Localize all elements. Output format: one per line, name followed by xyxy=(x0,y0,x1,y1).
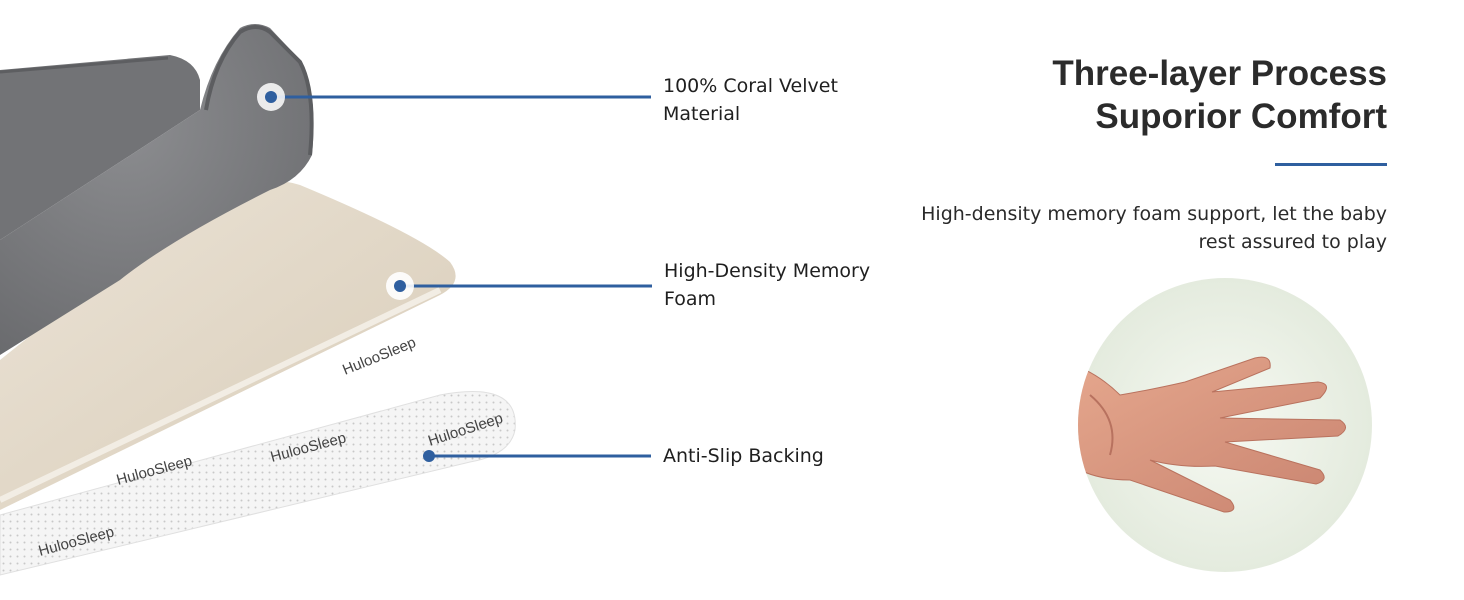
headline: Three-layer Process Suporior Comfort xyxy=(1052,52,1387,138)
coral-velvet-layer xyxy=(0,24,314,355)
description-text: High-density memory foam support, let th… xyxy=(921,203,1387,253)
headline-divider xyxy=(1275,163,1387,166)
velvet-material-label: 100% Coral Velvet Material xyxy=(663,75,838,125)
anti-slip-backing-label: Anti-Slip Backing xyxy=(663,445,824,467)
memory-foam-hand-photo xyxy=(1078,278,1372,572)
headline-line-2: Suporior Comfort xyxy=(1095,97,1387,136)
memory-foam-layer xyxy=(0,180,456,510)
leader-line-backing xyxy=(423,450,651,462)
backing-brand-text: HulooSleep xyxy=(340,334,418,379)
headline-line-1: Three-layer Process xyxy=(1052,54,1387,93)
leader-line-foam xyxy=(386,272,652,300)
leader-line-velvet xyxy=(257,83,651,111)
memory-foam-label: High-Density Memory Foam xyxy=(664,260,871,310)
